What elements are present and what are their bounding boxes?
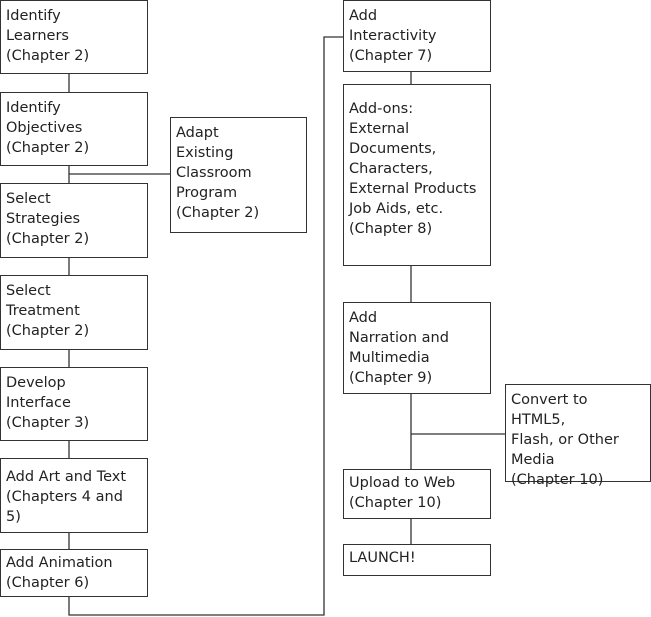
step-add-interactivity: Add Interactivity (Chapter 7)	[343, 0, 491, 72]
step-adapt-existing-classroom-program: Adapt Existing Classroom Program (Chapte…	[170, 117, 307, 233]
step-add-art-and-text: Add Art and Text (Chapters 4 and 5)	[0, 458, 148, 533]
step-add-ons: Add-ons: External Documents, Characters,…	[343, 84, 491, 266]
step-convert-to-html5: Convert to HTML5, Flash, or Other Media …	[505, 384, 651, 488]
step-develop-interface: Develop Interface (Chapter 3)	[0, 367, 148, 441]
step-identify-learners: Identify Learners (Chapter 2)	[0, 0, 148, 74]
step-add-animation: Add Animation (Chapter 6)	[0, 549, 148, 597]
step-launch: LAUNCH!	[343, 544, 491, 576]
connector-line	[68, 36, 343, 616]
step-identify-objectives: Identify Objectives (Chapter 2)	[0, 92, 148, 166]
step-upload-to-web: Upload to Web (Chapter 10)	[343, 469, 491, 519]
step-select-strategies: Select Strategies (Chapter 2)	[0, 183, 148, 258]
step-select-treatment: Select Treatment (Chapter 2)	[0, 275, 148, 350]
step-add-narration-and-multimedia: Add Narration and Multimedia (Chapter 9)	[343, 302, 491, 394]
